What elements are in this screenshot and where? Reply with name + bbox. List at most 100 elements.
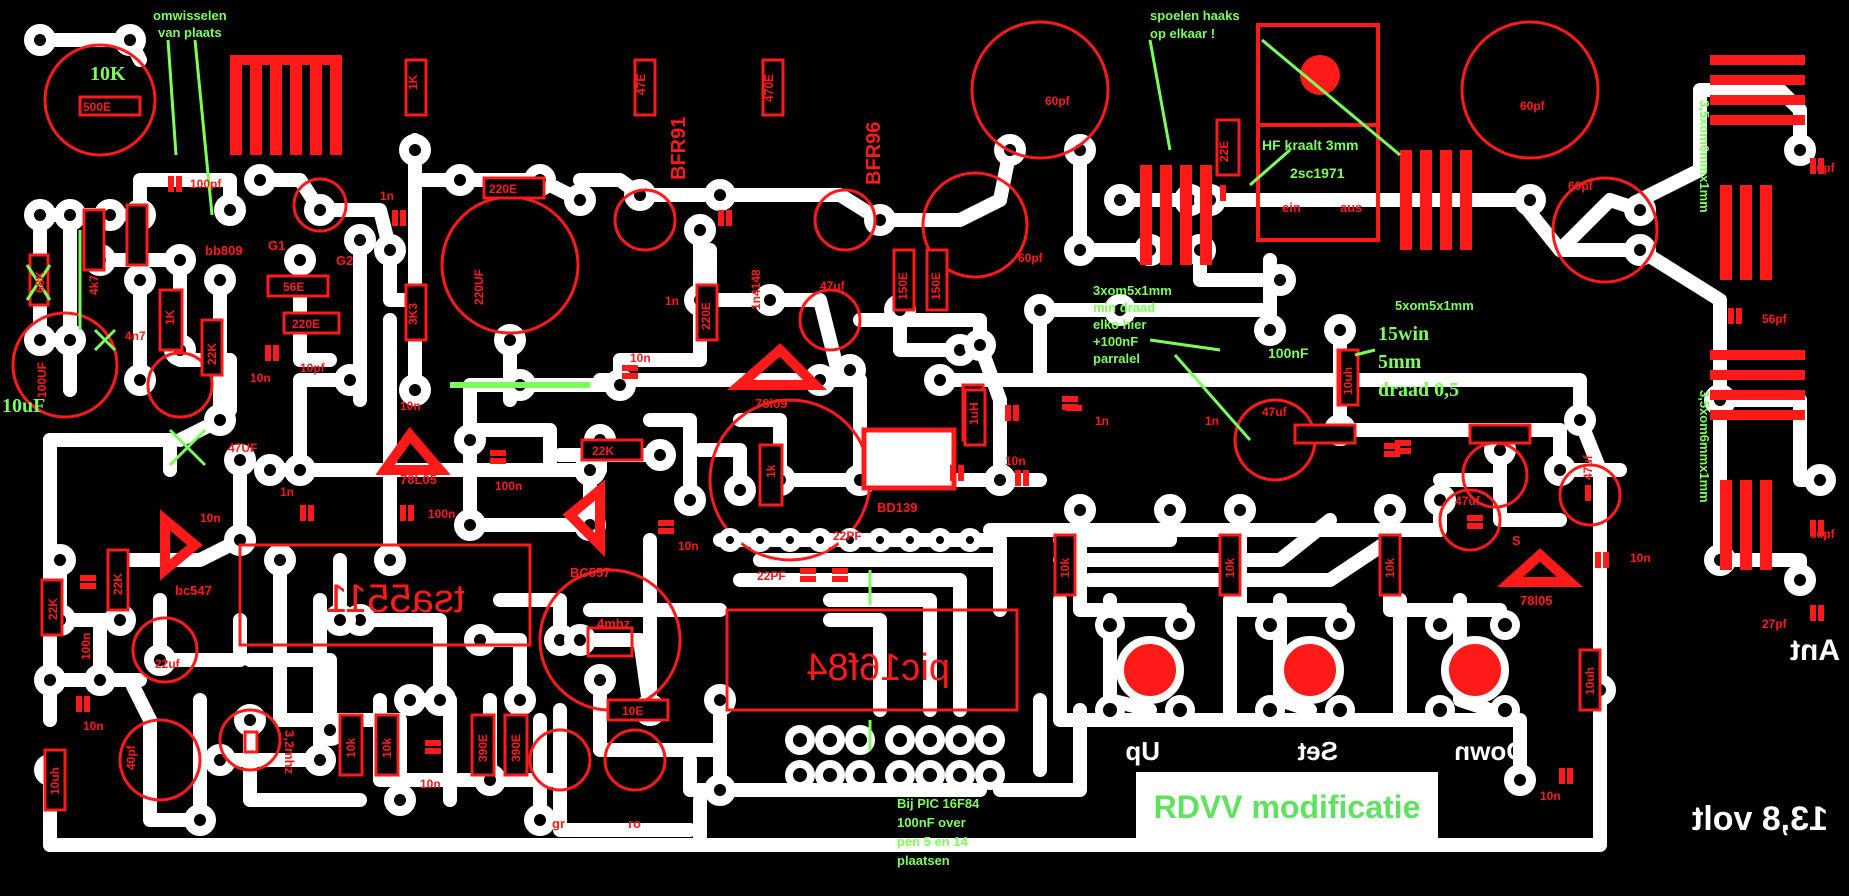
label-g2: G2: [336, 253, 353, 268]
label-3-2mhz: 3,2mhz: [282, 730, 297, 775]
note-winding-1: 15win: [1378, 323, 1429, 345]
label-c100n-b: 100n: [428, 507, 455, 521]
note-pic-2: 100nF over: [897, 815, 966, 830]
label-c56pf-b: 56pf: [1762, 312, 1788, 326]
label-r390e-b: 390E: [509, 734, 523, 762]
note-swap-1: omwisselen: [153, 8, 227, 23]
label-bc547: bc547: [175, 583, 212, 598]
label-r4k7: 4k7: [87, 275, 101, 295]
red-solid-parts: [76, 55, 1824, 784]
label-c60pf-b: 60pf: [1018, 251, 1044, 265]
label-c60pf-a: 60pf: [1045, 94, 1071, 108]
label-r500e: 500E: [83, 100, 111, 114]
label-r390e-a: 390E: [476, 734, 490, 762]
label-l1uh: 1uH: [967, 402, 981, 425]
label-c47uf-c: 47uf: [1262, 405, 1288, 419]
label-c100n-a: 100n: [495, 479, 522, 493]
note-ant-coil-2: 3,5xom6mmx1mm: [1697, 390, 1712, 503]
label-r10k-d: 10k: [344, 738, 358, 758]
note-coils-2: op elkaar !: [1150, 26, 1215, 41]
label-78l05-b: 78l05: [1520, 593, 1553, 608]
label-r470e: 470E: [762, 74, 776, 102]
label-78l09: 78l09: [755, 396, 788, 411]
label-r10k-c: 10k: [1383, 558, 1397, 578]
components: [11, 20, 1659, 812]
label-ein: ein: [1282, 200, 1301, 215]
label-r1k-pot: 1k: [764, 464, 778, 478]
label-c10n-h: 10n: [83, 719, 104, 733]
green-markers: [25, 38, 1401, 750]
note-2sc1971: 2sc1971: [1290, 165, 1345, 181]
label-r220e-c: 220E: [699, 302, 713, 330]
label-r22k-a: 22K: [205, 343, 219, 365]
label-c60pf-d: 60pf: [1568, 179, 1594, 193]
label-down-button[interactable]: Down: [1454, 736, 1525, 766]
label-r10uh-a: 10uh: [1341, 367, 1355, 395]
label-s: S: [1512, 533, 1521, 548]
label-r10uh-b: 10uh: [1583, 667, 1597, 695]
label-c1n-b: 1n: [665, 294, 679, 308]
label-c10n-f: 10n: [1005, 454, 1026, 468]
label-78l05-a: 78L05: [400, 472, 437, 487]
note-pic-4: plaatsen: [897, 853, 950, 868]
note-10k: 10K: [90, 63, 126, 85]
label-r68k: 68K: [33, 271, 47, 293]
label-r22k-b: 22K: [592, 444, 614, 458]
label-c1n-a: 1n: [380, 189, 394, 203]
label-ant: Ant: [1790, 634, 1840, 667]
label-ro: ro: [628, 816, 641, 831]
label-c10n-g: 10n: [1630, 551, 1651, 565]
label-bd139: BD139: [877, 500, 917, 515]
label-r22k-d: 22K: [46, 598, 60, 620]
label-c4n7: 4n7: [125, 329, 146, 343]
label-c10n-a: 10n: [250, 371, 271, 385]
label-set-button[interactable]: Set: [1297, 736, 1338, 766]
label-c56pf-c: 56pf: [1810, 527, 1836, 541]
note-swap-2: van plaats: [158, 25, 222, 40]
label-bfr96: BFR96: [863, 122, 885, 185]
note-coil-left-3: elko hier: [1093, 317, 1146, 332]
label-c10pf: 10pf: [300, 361, 326, 375]
label-1n4148: 1n4148: [749, 269, 763, 310]
note-pic-1: Bij PIC 16F84: [897, 796, 980, 811]
label-r3k3: 3K3: [406, 303, 420, 325]
header-pins: [718, 528, 1520, 790]
label-c10n-e: 10n: [678, 539, 699, 553]
label-r1k-a: 1K: [406, 74, 420, 90]
label-r10k-a: 10k: [1058, 558, 1072, 578]
label-c10n-c: 10n: [400, 399, 421, 413]
label-c1n-d: 1n: [280, 485, 294, 499]
label-r220e-b: 220E: [292, 317, 320, 331]
label-r10k-b: 10k: [1223, 558, 1237, 578]
label-aus: aus: [1340, 200, 1362, 215]
note-ant-coil-1: 3,5xom6mmx1mm: [1697, 100, 1712, 213]
label-c47uf-b: 47UF: [228, 441, 257, 455]
label-c10n-i: 10n: [420, 777, 441, 791]
note-hf-bead: HF kraalt 3mm: [1262, 137, 1358, 153]
label-c10n-d: 10n: [200, 511, 221, 525]
label-c100uf: 100UF: [35, 362, 49, 398]
label-r10uh-c: 10uh: [48, 767, 62, 795]
label-c22uf: 22uf: [155, 657, 181, 671]
rdvv-banner: RDVV modificatie: [1136, 772, 1438, 842]
label-13-8-volt: 13,8 volt: [1692, 800, 1828, 838]
label-up-button[interactable]: Up: [1125, 736, 1160, 766]
label-c10n-b: 10n: [630, 351, 651, 365]
note-10uf: 10uF: [2, 395, 45, 417]
label-bc557: BC557: [570, 565, 610, 580]
note-coil-left-1: 3xom5x1mm: [1093, 283, 1172, 298]
label-r1k-b: 1K: [163, 309, 177, 325]
label-bb809: bb809: [205, 243, 243, 258]
note-coil-left-4: +100nF: [1093, 334, 1138, 349]
label-c27pf: 27pf: [1762, 617, 1788, 631]
label-r10e: 10E: [622, 704, 643, 718]
label-r22k-c: 22K: [111, 573, 125, 595]
label-c100n-c: 100n: [79, 633, 93, 660]
label-c22pf-a: 22PF: [833, 529, 862, 543]
note-coils-1: spoelen haaks: [1150, 8, 1240, 23]
label-r22e: 22E: [1217, 141, 1231, 162]
label-c1n-c: 1n: [1095, 414, 1109, 428]
label-bfr91: BFR91: [668, 117, 690, 180]
label-c1n-e: 1n: [1205, 414, 1219, 428]
